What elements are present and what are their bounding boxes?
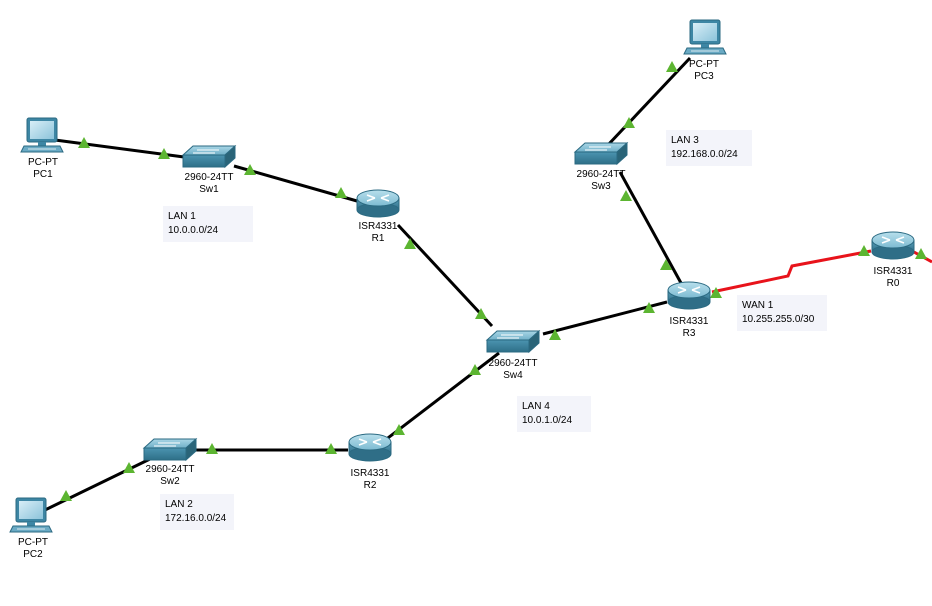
link-up-icon — [335, 187, 347, 198]
link-r3-r0-serial[interactable] — [711, 249, 872, 294]
pc-icon[interactable] — [683, 19, 727, 55]
device-model: 2960-24TT — [488, 358, 538, 369]
device-label-pc2: PC-PT PC2 — [0, 537, 78, 561]
device-label-sw1: 2960-24TT Sw1 — [164, 172, 254, 196]
note-title: WAN 1 — [742, 300, 774, 311]
router-icon[interactable] — [348, 433, 392, 462]
link-up-icon — [549, 329, 561, 340]
link-up-icon — [393, 424, 405, 435]
link-up-icon — [206, 443, 218, 454]
links — [44, 56, 692, 512]
pc-icon[interactable] — [9, 497, 53, 533]
link-up-icon — [475, 308, 487, 319]
note-title: LAN 1 — [168, 211, 196, 222]
device-model: PC-PT — [28, 157, 58, 168]
note-lan1[interactable]: LAN 1 10.0.0.0/24 — [163, 206, 253, 242]
device-model: 2960-24TT — [145, 464, 195, 475]
switch-icon[interactable] — [182, 145, 236, 168]
device-model: ISR4331 — [669, 316, 709, 327]
device-name: Sw2 — [160, 476, 180, 487]
note-subnet: 10.0.1.0/24 — [522, 415, 573, 426]
link-up-icon — [469, 364, 481, 375]
link-up-icon — [404, 238, 416, 249]
link-sw1-r1[interactable] — [233, 164, 358, 203]
device-name: Sw4 — [503, 370, 523, 381]
link-r1-sw4[interactable] — [396, 223, 494, 328]
pc-icon[interactable] — [20, 117, 64, 153]
note-lan3[interactable]: LAN 3 192.168.0.0/24 — [666, 130, 752, 166]
link-up-icon — [915, 248, 927, 259]
device-name: Sw1 — [199, 184, 219, 195]
link-up-icon — [643, 302, 655, 313]
device-model: ISR4331 — [350, 468, 390, 479]
device-name: R1 — [371, 233, 385, 244]
note-lan2[interactable]: LAN 2 172.16.0.0/24 — [160, 494, 234, 530]
device-label-r2: ISR4331 R2 — [325, 468, 415, 492]
device-name: Sw3 — [591, 181, 611, 192]
device-name: R0 — [886, 278, 900, 289]
link-pc3-sw3[interactable] — [605, 56, 692, 148]
note-title: LAN 4 — [522, 401, 550, 412]
device-label-sw4: 2960-24TT Sw4 — [468, 358, 558, 382]
link-up-icon — [660, 259, 672, 270]
switch-icon[interactable] — [574, 142, 628, 165]
link-up-icon — [158, 148, 170, 159]
device-model: ISR4331 — [873, 266, 913, 277]
link-up-icon — [244, 164, 256, 175]
link-status-indicators — [60, 61, 927, 501]
device-name: PC1 — [33, 169, 53, 180]
device-model: 2960-24TT — [576, 169, 626, 180]
note-title: LAN 2 — [165, 499, 193, 510]
link-up-icon — [623, 117, 635, 128]
device-label-r1: ISR4331 R1 — [333, 221, 423, 245]
link-up-icon — [858, 245, 870, 256]
device-label-r3: ISR4331 R3 — [644, 316, 734, 340]
device-model: 2960-24TT — [184, 172, 234, 183]
router-icon[interactable] — [667, 281, 711, 310]
device-model: PC-PT — [689, 59, 719, 70]
link-pc2-sw2[interactable] — [44, 457, 151, 512]
note-wan1[interactable]: WAN 1 10.255.255.0/30 — [737, 295, 827, 331]
note-subnet: 192.168.0.0/24 — [671, 149, 738, 160]
router-icon[interactable] — [356, 189, 400, 218]
device-model: ISR4331 — [358, 221, 398, 232]
device-name: R3 — [682, 328, 696, 339]
device-label-pc3: PC-PT PC3 — [659, 59, 749, 83]
device-name: PC3 — [694, 71, 714, 82]
link-up-icon — [666, 61, 678, 72]
link-up-icon — [78, 137, 90, 148]
device-model: PC-PT — [18, 537, 48, 548]
device-label-r0: ISR4331 R0 — [848, 266, 932, 290]
link-up-icon — [710, 287, 722, 298]
note-title: LAN 3 — [671, 135, 699, 146]
link-up-icon — [123, 462, 135, 473]
link-sw3-r3[interactable] — [618, 171, 683, 284]
router-icon[interactable] — [871, 231, 915, 260]
link-up-icon — [60, 490, 72, 501]
note-subnet: 10.255.255.0/30 — [742, 314, 815, 325]
switch-icon[interactable] — [143, 438, 197, 461]
device-name: R2 — [363, 480, 377, 491]
device-label-sw2: 2960-24TT Sw2 — [125, 464, 215, 488]
note-subnet: 172.16.0.0/24 — [165, 513, 227, 524]
device-label-pc1: PC-PT PC1 — [0, 157, 88, 181]
note-subnet: 10.0.0.0/24 — [168, 225, 219, 236]
link-up-icon — [325, 443, 337, 454]
switch-icon[interactable] — [486, 330, 540, 353]
device-label-sw3: 2960-24TT Sw3 — [556, 169, 646, 193]
note-lan4[interactable]: LAN 4 10.0.1.0/24 — [517, 396, 591, 432]
device-name: PC2 — [23, 549, 43, 560]
link-up-icon — [620, 190, 632, 201]
